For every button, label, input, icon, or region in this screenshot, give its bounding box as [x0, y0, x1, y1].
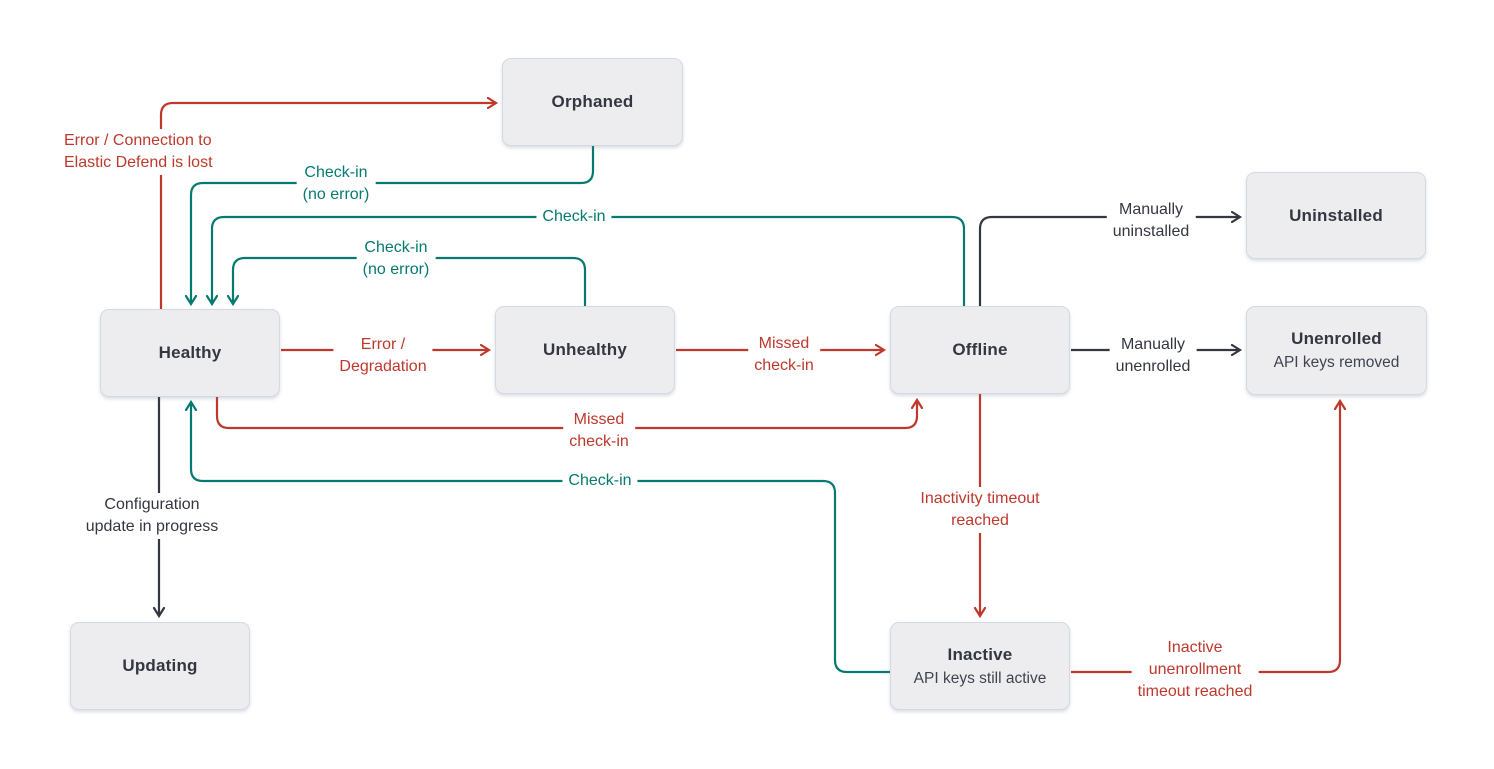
edge-label-manually-uninstalled: Manually uninstalled [1106, 198, 1196, 244]
node-inactive: Inactive API keys still active [890, 622, 1070, 710]
label-line: unenrolled [1115, 358, 1191, 375]
label-line: Missed [758, 335, 810, 352]
edge-label-missed-checkin-bottom: Missed check-in [563, 408, 635, 454]
edge-label-error-degradation: Error / Degradation [333, 333, 433, 379]
node-uninstalled-title: Uninstalled [1289, 205, 1383, 225]
edge-label-checkin-no-error-unhealthy: Check-in (no error) [356, 236, 436, 282]
label-line: Error / [360, 336, 406, 353]
edge-label-missed-checkin-mid: Missed check-in [748, 332, 820, 378]
label-line: Configuration [104, 496, 200, 513]
node-healthy: Healthy [100, 309, 280, 397]
label-line: Check-in [542, 208, 606, 225]
edge-label-checkin-offline: Check-in [536, 205, 612, 229]
label-line: Error / Connection to [64, 132, 212, 149]
edge-offline-to-healthy [212, 215, 966, 306]
label-line: unenrollment [1148, 661, 1242, 678]
node-unhealthy: Unhealthy [495, 306, 675, 394]
node-uninstalled: Uninstalled [1246, 172, 1426, 259]
node-offline: Offline [890, 306, 1070, 394]
label-line: Manually [1118, 201, 1184, 218]
edge-label-configuration-update: Configuration update in progress [79, 493, 225, 539]
label-line: Check-in [568, 472, 632, 489]
label-line: (no error) [362, 261, 430, 278]
node-healthy-title: Healthy [158, 343, 222, 362]
edge-label-inactivity-timeout: Inactivity timeout reached [914, 487, 1046, 533]
label-line: Check-in [304, 164, 368, 181]
label-line: Missed [573, 411, 625, 428]
label-line: check-in [754, 357, 814, 374]
node-unenrolled: Unenrolled API keys removed [1246, 306, 1427, 395]
label-line: reached [951, 512, 1009, 529]
node-unenrolled-title: Unenrolled [1291, 329, 1382, 348]
label-line: Inactivity timeout [920, 490, 1040, 507]
edge-inactive-to-healthy [191, 402, 890, 674]
edge-healthy-to-orphaned [159, 103, 496, 309]
label-line: Inactive [1167, 639, 1223, 656]
node-updating: Updating [70, 622, 250, 710]
label-line: timeout reached [1137, 683, 1253, 700]
edge-label-checkin-no-error-orphaned: Check-in (no error) [296, 161, 376, 207]
edge-label-checkin-inactive: Check-in [562, 469, 638, 493]
node-unhealthy-title: Unhealthy [543, 340, 627, 359]
label-line: uninstalled [1112, 223, 1190, 240]
label-line: check-in [569, 433, 629, 450]
node-unenrolled-subtitle: API keys removed [1273, 354, 1400, 371]
label-line: update in progress [85, 518, 219, 535]
edge-orphaned-to-healthy [191, 146, 595, 304]
edge-label-inactive-unenrollment: Inactive unenrollment timeout reached [1131, 636, 1259, 704]
label-line: Manually [1120, 336, 1186, 353]
edge-inactive-to-unenrolled [1071, 401, 1340, 674]
node-updating-title: Updating [122, 656, 198, 675]
node-offline-title: Offline [952, 340, 1008, 359]
node-orphaned: Orphaned [502, 58, 683, 146]
node-inactive-subtitle: API keys still active [913, 669, 1047, 687]
label-line: (no error) [302, 186, 370, 203]
label-line: Elastic Defend is lost [64, 154, 213, 171]
node-orphaned-title: Orphaned [551, 92, 634, 111]
edge-label-manually-unenrolled: Manually unenrolled [1109, 333, 1197, 379]
label-line: Check-in [364, 239, 428, 256]
edge-offline-to-uninstalled [978, 217, 1240, 306]
node-inactive-title: Inactive [947, 644, 1013, 664]
label-line: Degradation [339, 358, 427, 375]
edge-label-error-connection: Error / Connection to Elastic Defend is … [62, 129, 215, 175]
